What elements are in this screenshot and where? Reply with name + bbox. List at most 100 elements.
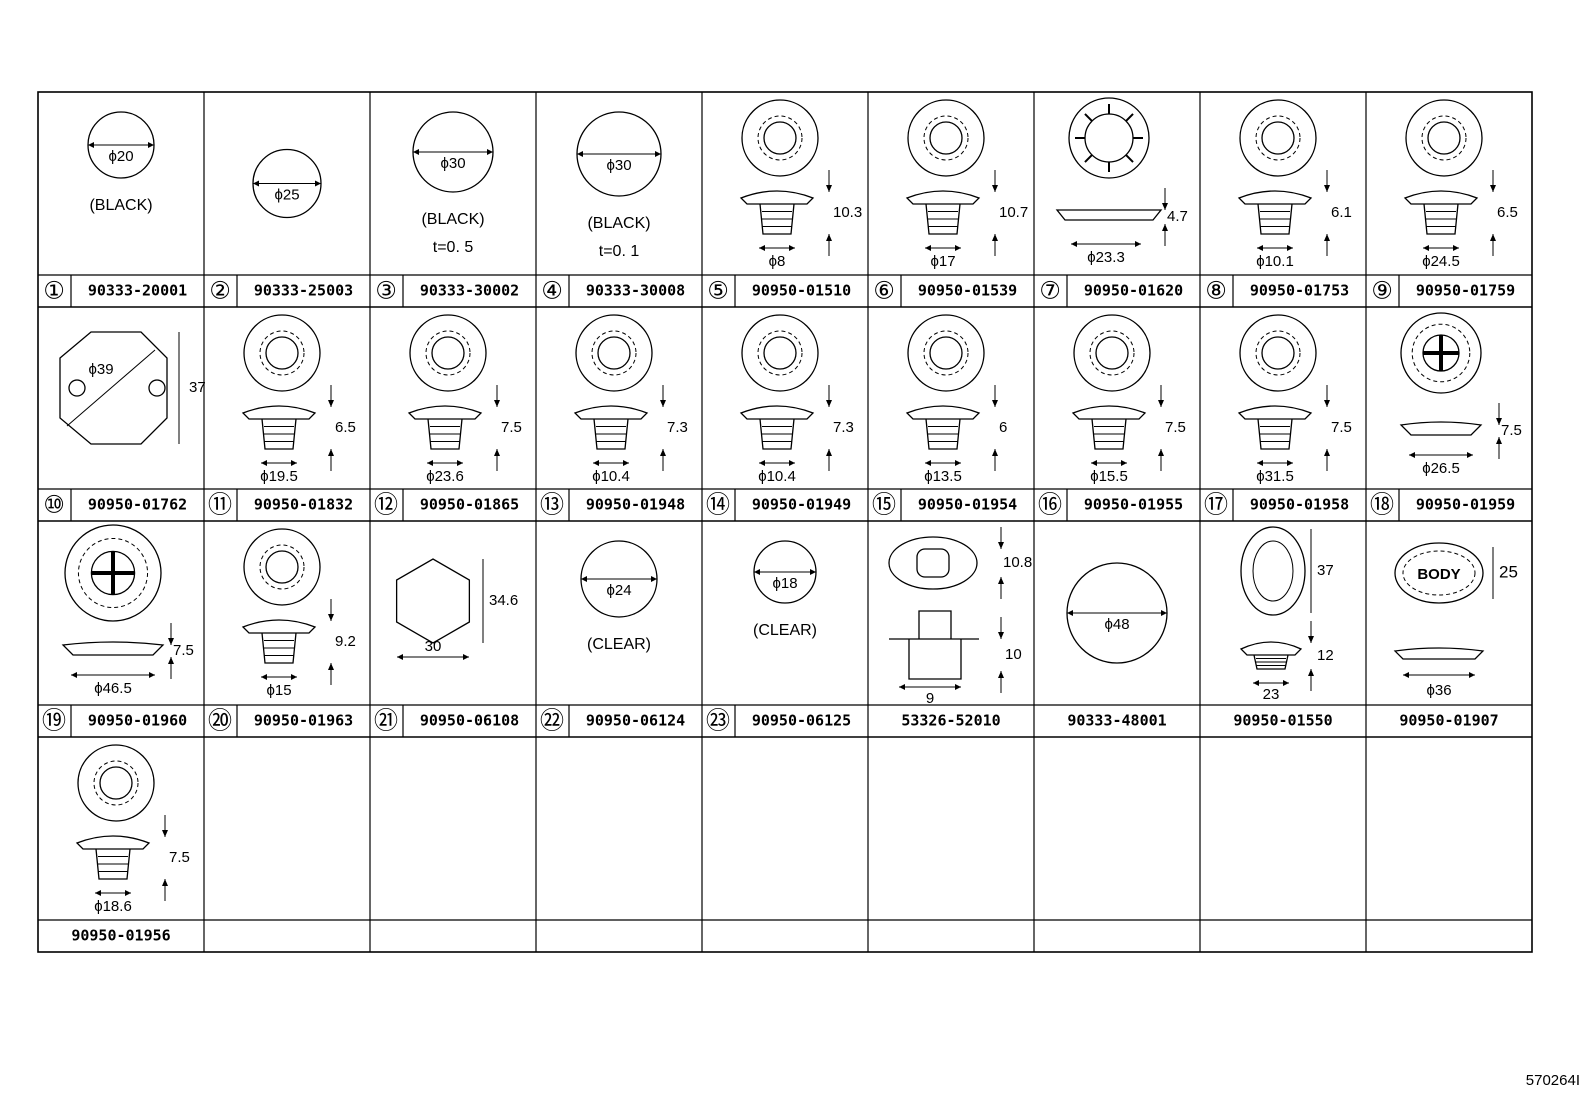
diagonal-dimension bbox=[66, 349, 156, 427]
dimension-label: 7.5 bbox=[1165, 419, 1186, 436]
dimension-arrow bbox=[577, 151, 583, 157]
part-index-number: ⑰ bbox=[1204, 491, 1228, 518]
dimension-arrow bbox=[998, 542, 1004, 549]
dimension-arrow bbox=[754, 569, 760, 575]
gear-tooth bbox=[1084, 113, 1093, 122]
part-number: 90950-01949 bbox=[752, 496, 851, 514]
grommet-top-view bbox=[77, 744, 155, 822]
grommet-flange bbox=[1239, 641, 1303, 656]
dimension-arrow bbox=[427, 460, 433, 466]
part-note: (BLACK) bbox=[421, 211, 484, 228]
dimension-arrow bbox=[955, 460, 961, 466]
dimension-arrow bbox=[826, 234, 832, 241]
grommet-inner-ring bbox=[597, 336, 631, 370]
dimension-arrow bbox=[1409, 452, 1415, 458]
dimension-arrow bbox=[1467, 452, 1473, 458]
grommet-stem bbox=[759, 418, 795, 450]
part-index-number: ⑳ bbox=[208, 707, 232, 734]
part-note: t=0. 1 bbox=[599, 243, 640, 260]
grommet-flange bbox=[75, 835, 151, 850]
grommet-inner-ring bbox=[1261, 336, 1295, 370]
grommet-top-view bbox=[1405, 99, 1483, 177]
plug-notch bbox=[68, 379, 86, 397]
dimension-arrow bbox=[162, 830, 168, 837]
dimension-arrow bbox=[581, 576, 587, 582]
grommet-inner-ring bbox=[259, 330, 305, 376]
dimension-arrow bbox=[1490, 234, 1496, 241]
dimension-arrow bbox=[623, 460, 629, 466]
dimension-label: ϕ31.5 bbox=[1256, 468, 1294, 485]
dimension-arrow bbox=[759, 460, 765, 466]
grommet-inner-ring bbox=[763, 121, 797, 155]
grommet-top-view bbox=[1239, 314, 1317, 392]
dimension-label: 6.5 bbox=[1497, 204, 1518, 221]
grommet-top-view bbox=[409, 314, 487, 392]
dimension-label: ϕ18 bbox=[772, 575, 797, 592]
dimension-arrow bbox=[992, 449, 998, 456]
dimension-arrow bbox=[899, 684, 905, 690]
dimension-arrow bbox=[291, 674, 297, 680]
dimension-arrow bbox=[660, 400, 666, 407]
dimension-label: ϕ26.5 bbox=[1422, 460, 1460, 477]
part-index-number: ⑥ bbox=[873, 277, 895, 304]
part-index-number: ⑬ bbox=[540, 491, 564, 518]
grommet-inner-ring bbox=[929, 336, 963, 370]
part-number: 90950-01907 bbox=[1399, 712, 1498, 730]
grommet-stem bbox=[759, 203, 795, 235]
dimension-arrow bbox=[992, 234, 998, 241]
dimension-label: 10 bbox=[1005, 646, 1022, 663]
dimension-arrow bbox=[955, 245, 961, 251]
dimension-label: ϕ10.4 bbox=[592, 468, 630, 485]
dimension-arrow bbox=[328, 663, 334, 670]
dimension-arrow bbox=[1257, 460, 1263, 466]
grommet-stem bbox=[925, 203, 961, 235]
grommet-inner-ring bbox=[265, 336, 299, 370]
gear-profile bbox=[1055, 209, 1163, 221]
dimension-arrow bbox=[1287, 460, 1293, 466]
dimension-arrow bbox=[1121, 460, 1127, 466]
grommet-flange bbox=[241, 619, 317, 634]
dimension-label: ϕ30 bbox=[606, 157, 631, 174]
dimension-arrow bbox=[789, 245, 795, 251]
dimension-arrow bbox=[925, 460, 931, 466]
dimension-arrow bbox=[1287, 245, 1293, 251]
dimension-label: ϕ15.5 bbox=[1090, 468, 1128, 485]
part-number: 90950-01832 bbox=[254, 496, 353, 514]
part-number: 90950-01753 bbox=[1250, 282, 1349, 300]
grommet-stem bbox=[1253, 654, 1289, 670]
gear-tooth bbox=[1125, 154, 1134, 163]
dimension-arrow bbox=[1324, 449, 1330, 456]
dimension-arrow bbox=[998, 671, 1004, 678]
dimension-arrow bbox=[1423, 245, 1429, 251]
part-note: (CLEAR) bbox=[587, 636, 651, 653]
body-plug-ring bbox=[1402, 550, 1476, 596]
grommet-inner-ring bbox=[1255, 330, 1301, 376]
grommet-top-view bbox=[907, 314, 985, 392]
part-number: 90950-01762 bbox=[88, 496, 187, 514]
dimension-label: ϕ23.3 bbox=[1087, 249, 1125, 266]
dimension-arrow bbox=[1283, 680, 1289, 686]
clip-profile bbox=[889, 610, 979, 680]
dimension-label: 4.7 bbox=[1167, 208, 1188, 225]
grommet-inner-ring bbox=[923, 115, 969, 161]
dimension-arrow bbox=[810, 569, 816, 575]
dimension-arrow bbox=[992, 185, 998, 192]
clip-top-view bbox=[888, 536, 978, 590]
gear-outline bbox=[1068, 97, 1150, 179]
dimension-label: 7.5 bbox=[169, 849, 190, 866]
part-index-number: ④ bbox=[541, 277, 563, 304]
dimension-arrow bbox=[955, 684, 961, 690]
dimension-arrow bbox=[925, 245, 931, 251]
part-index-number: ② bbox=[209, 277, 231, 304]
part-index-number: ⑭ bbox=[706, 491, 730, 518]
dimension-label: 9 bbox=[926, 690, 934, 707]
part-index-number: ㉓ bbox=[706, 707, 730, 734]
